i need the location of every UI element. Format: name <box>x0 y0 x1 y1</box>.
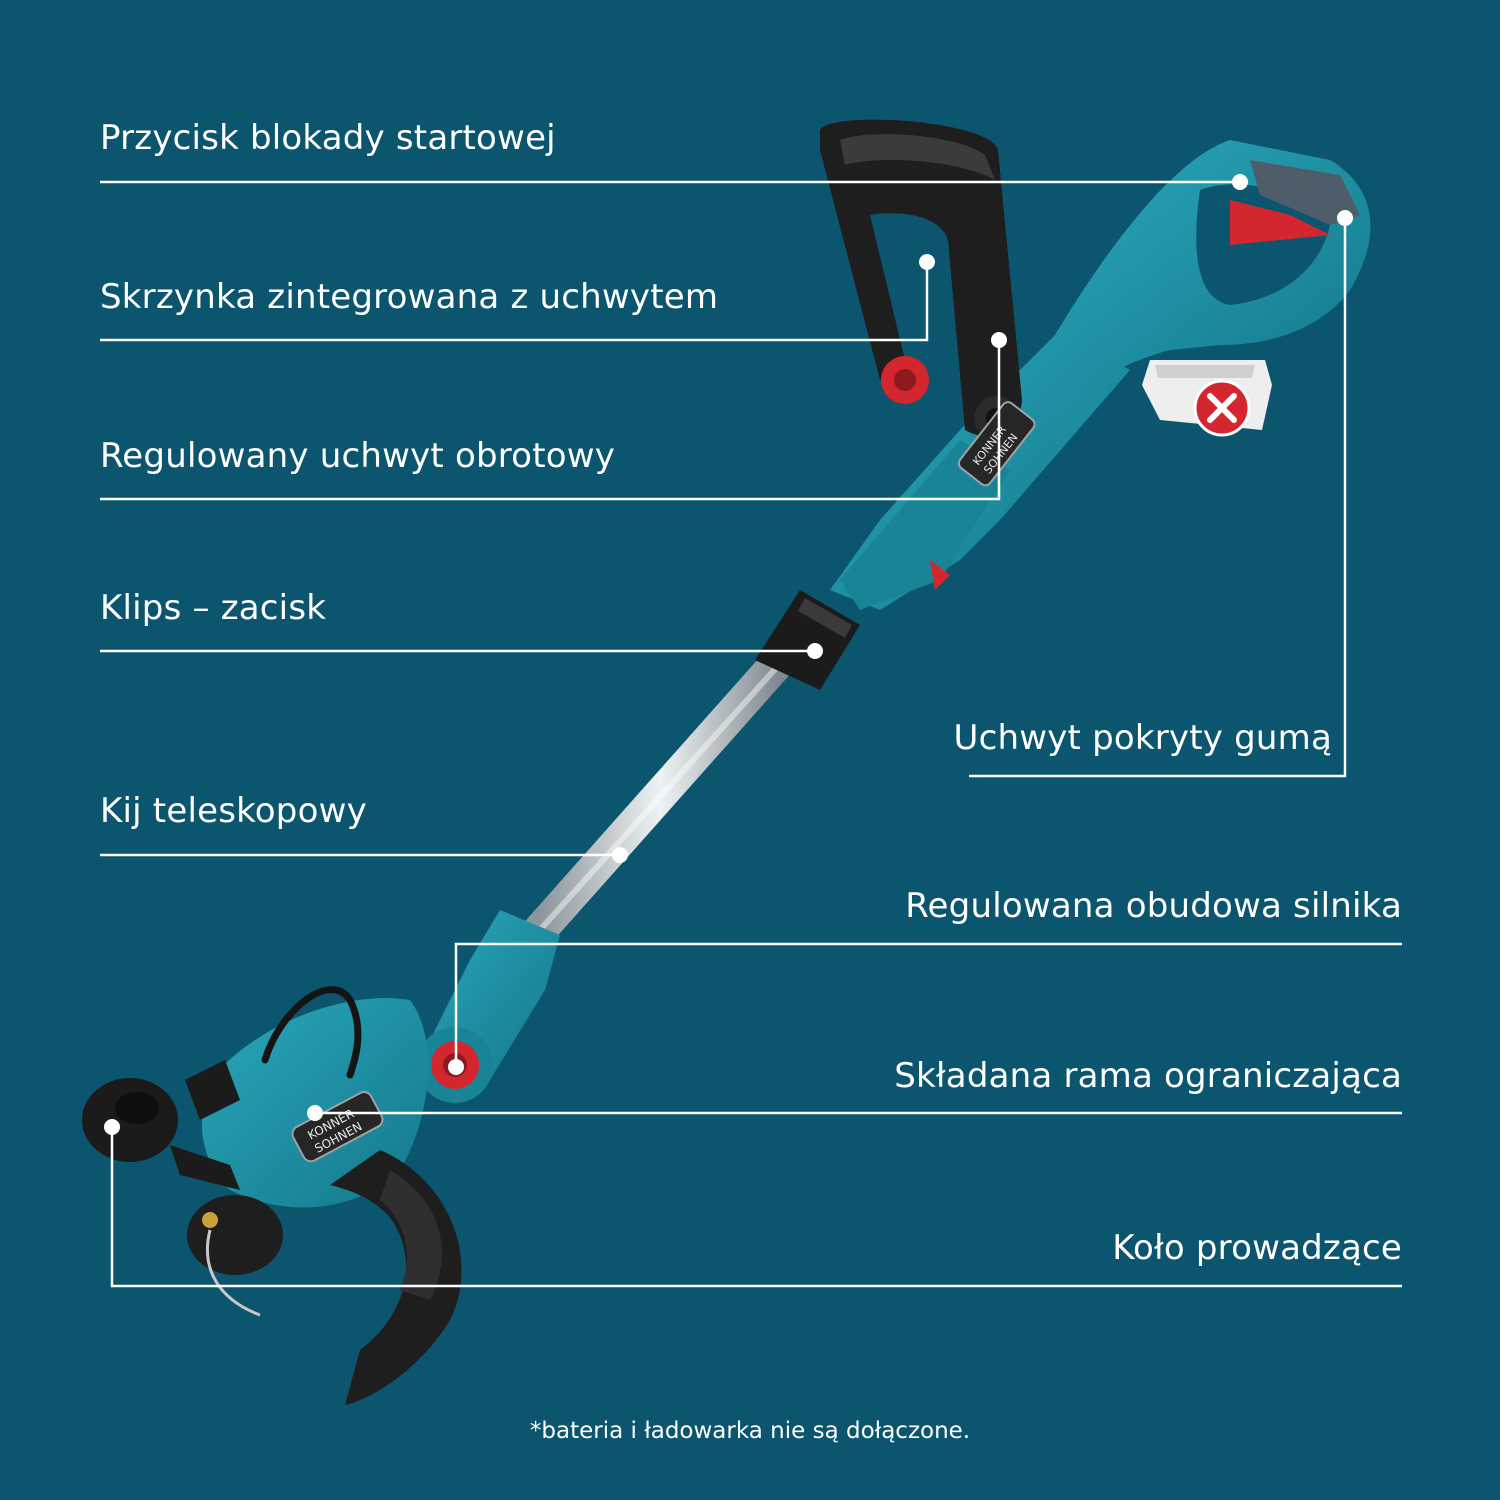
label-folding-guard: Składana rama ograniczająca <box>894 1056 1402 1096</box>
dot-clamp <box>807 643 823 659</box>
guide-wheel <box>82 1060 240 1190</box>
label-guide-wheel: Koło prowadzące <box>1112 1228 1402 1268</box>
trimmer-drawing: KONNER SOHNEN KONNER SOHNEN <box>82 119 1371 1405</box>
dot-guide-wheel <box>104 1119 120 1135</box>
dot-rotating-handle <box>991 332 1007 348</box>
label-rotating-handle: Regulowany uchwyt obrotowy <box>100 436 616 476</box>
label-clip-clamp: Klips – zacisk <box>100 588 327 628</box>
dot-rubber-grip <box>1337 210 1353 226</box>
dot-folding-guard <box>307 1105 323 1121</box>
front-handle <box>820 119 1022 440</box>
red-x-circle-icon <box>1193 379 1251 437</box>
callout-dots <box>104 174 1353 1135</box>
label-handle-box: Skrzynka zintegrowana z uchwytem <box>100 277 719 317</box>
label-motor-housing: Regulowana obudowa silnika <box>905 886 1402 926</box>
label-telescopic-pole: Kij teleskopowy <box>100 791 367 831</box>
callout-lines <box>100 180 1402 1288</box>
battery-footnote: *bateria i ładowarka nie są dołączone. <box>529 1418 971 1444</box>
clamp-collar <box>755 590 860 690</box>
label-start-lock-button: Przycisk blokady startowej <box>100 118 556 158</box>
dot-start-lock <box>1232 174 1248 190</box>
label-rubber-grip: Uchwyt pokryty gumą <box>953 718 1332 758</box>
dot-motor-housing <box>448 1059 464 1075</box>
dot-handle-box <box>919 254 935 270</box>
dot-pole <box>612 847 628 863</box>
